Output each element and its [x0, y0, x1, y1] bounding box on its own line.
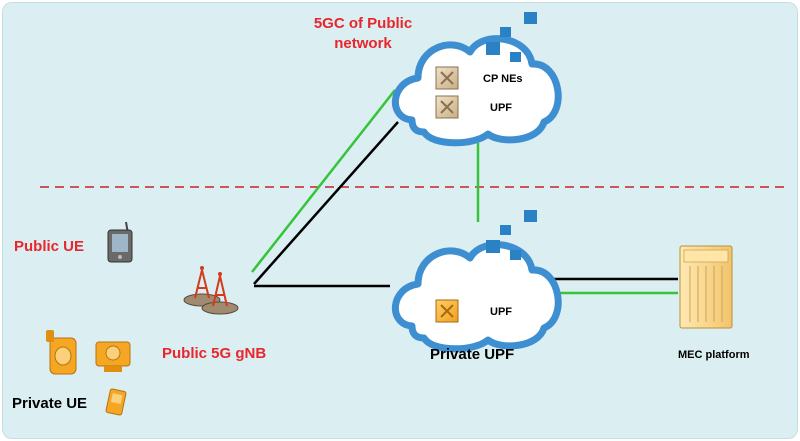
- private-ue-label: Private UE: [12, 395, 88, 412]
- public-upf-label: UPF: [490, 102, 512, 114]
- public-ue-device-icon: [107, 221, 133, 263]
- public-core-title: 5GC of Public network: [313, 15, 413, 52]
- public-ue-label: Public UE: [14, 238, 85, 255]
- private-upf-label: Private UPF: [430, 346, 515, 363]
- private-upf-inner-label: UPF: [490, 306, 512, 318]
- private-ue-video-phone-icon: [95, 341, 131, 372]
- link-gnb-to-public-core-green: [251, 89, 396, 273]
- private-core-cloud: [392, 210, 562, 353]
- gnb-base-station-icon: [183, 266, 239, 315]
- mec-platform-label: MEC platform: [678, 349, 750, 361]
- cp-nes-label: CP NEs: [483, 73, 523, 85]
- public-upf-server-icon: [435, 95, 459, 119]
- public-core-cloud: [392, 12, 562, 147]
- private-upf-server-icon: [435, 299, 459, 323]
- mec-platform-rack-icon: [679, 245, 733, 329]
- public-gnb-label: Public 5G gNB: [162, 345, 267, 362]
- private-ue-handheld-icon: [105, 388, 127, 416]
- private-ue-desk-phone-icon: [46, 330, 77, 375]
- link-gnb-to-public-core-black: [253, 121, 399, 285]
- cp-nes-server-icon: [435, 66, 459, 90]
